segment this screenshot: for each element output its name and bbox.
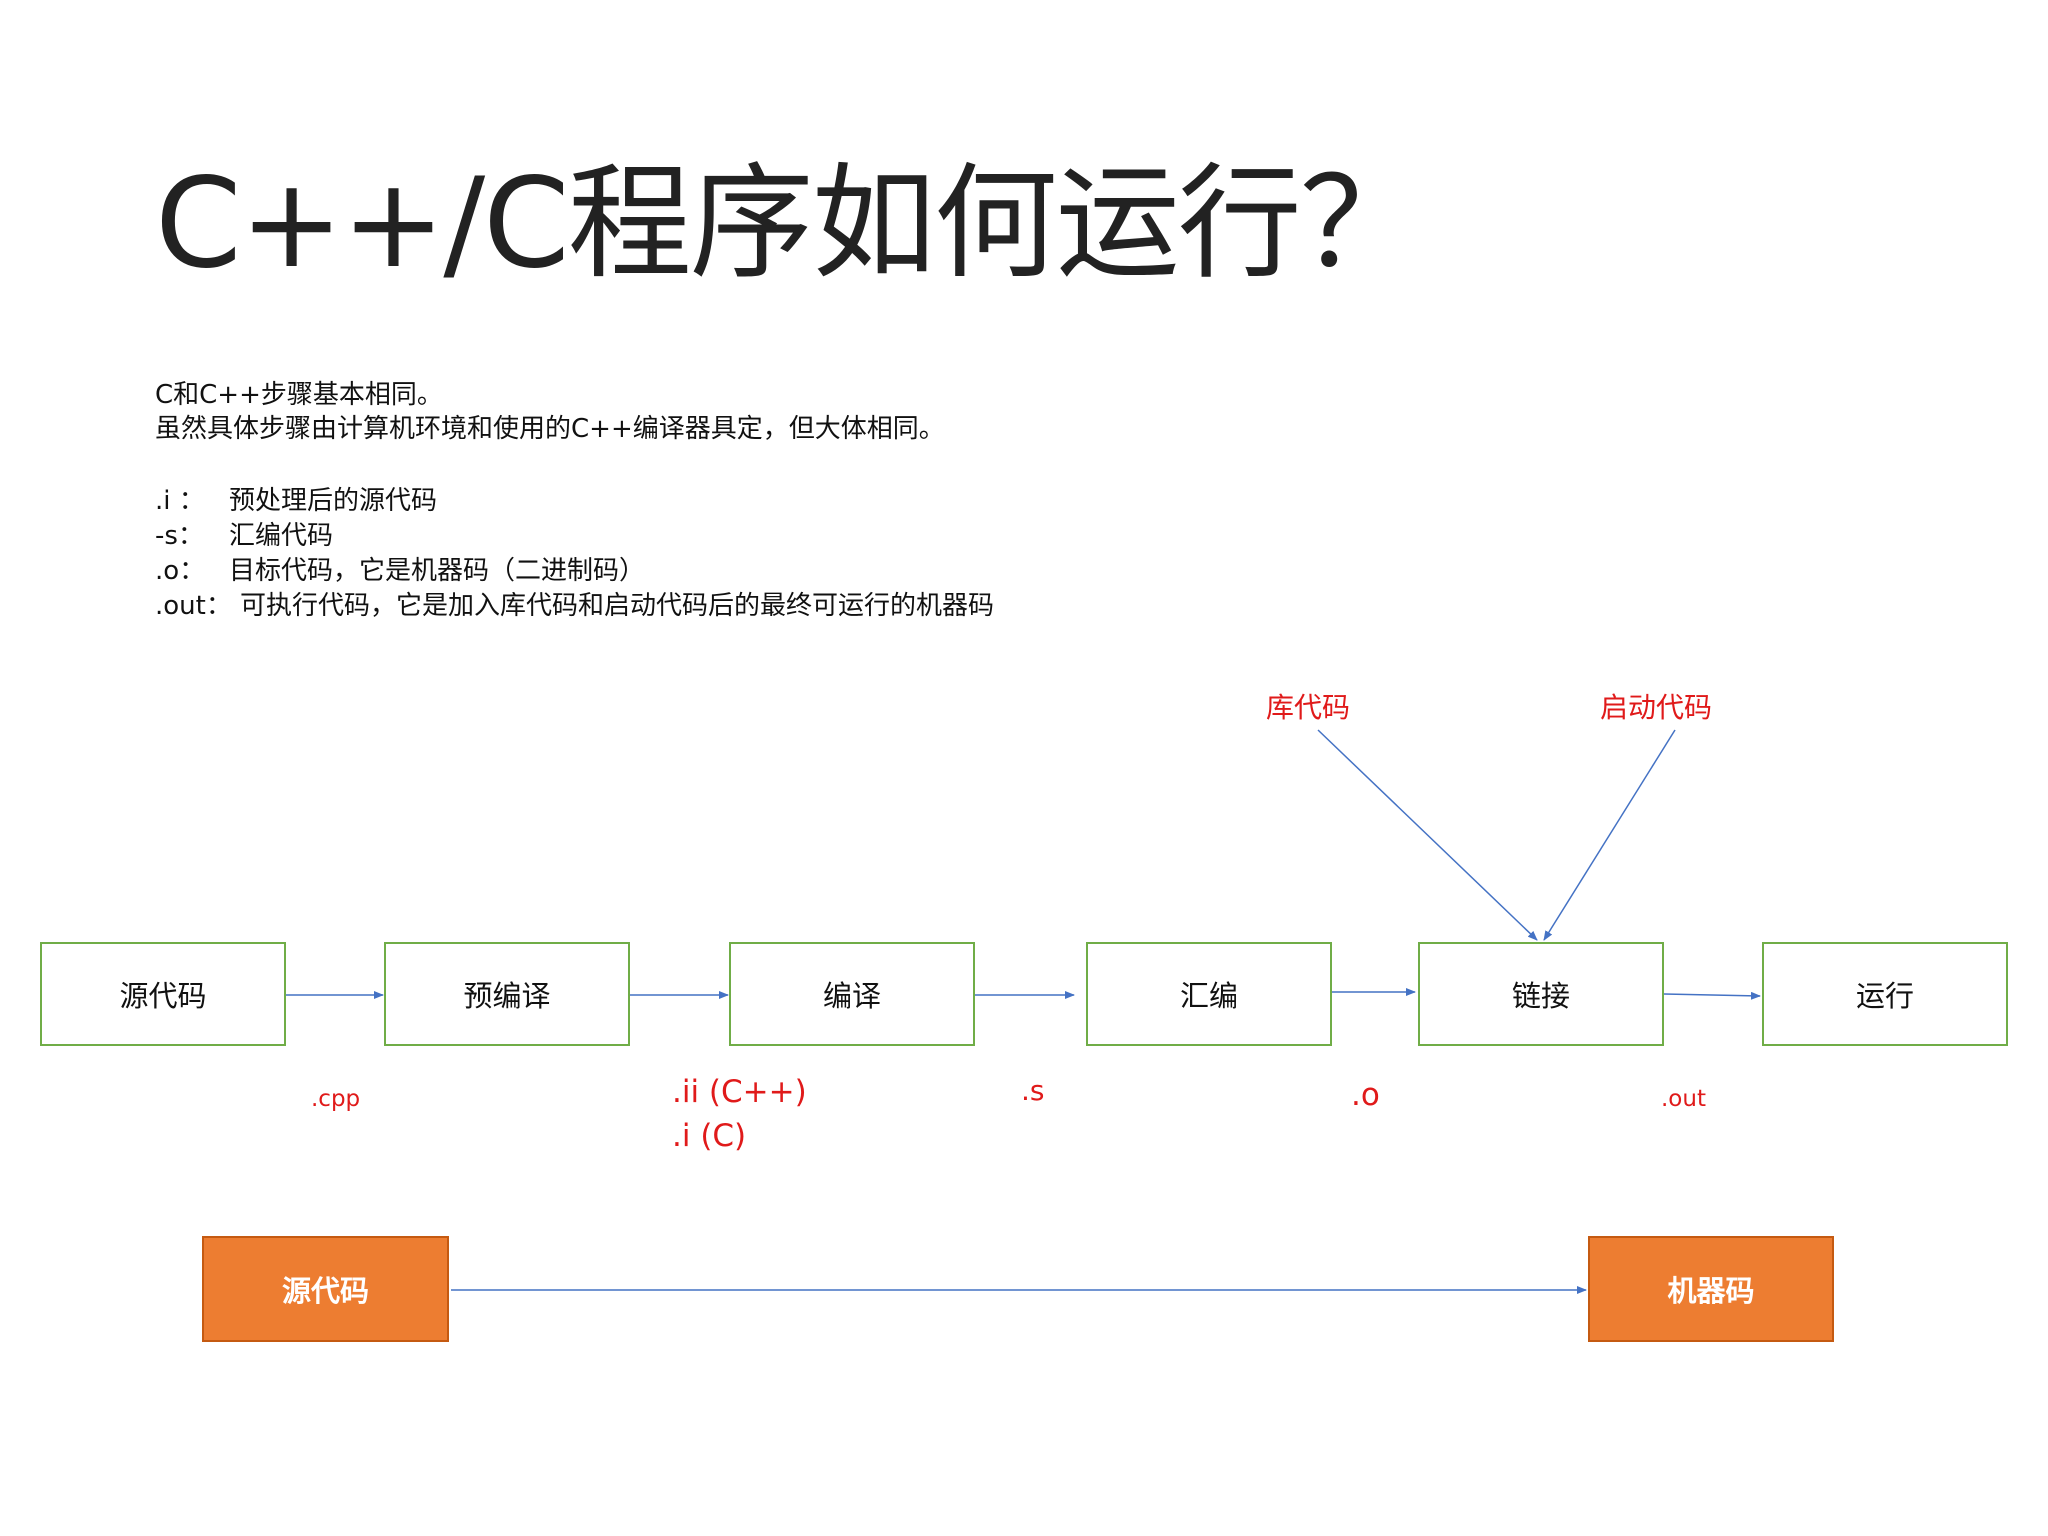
summary-label: 机器码 — [1667, 1274, 1755, 1308]
step-label: 源代码 — [119, 979, 207, 1013]
ext-o-label: .o — [1351, 1077, 1380, 1113]
step-source-code: 源代码 — [40, 942, 286, 1046]
intro-line: C和C++步骤基本相同。 — [155, 380, 443, 410]
ext-ii-label: .ii (C++) — [672, 1074, 807, 1110]
definition-ext: .out： — [155, 591, 232, 621]
definition-row: .o： 目标代码，它是机器码（二进制码） — [155, 554, 994, 589]
step-run: 运行 — [1762, 942, 2008, 1046]
step-label: 汇编 — [1179, 979, 1238, 1013]
definition-desc: 目标代码，它是机器码（二进制码） — [229, 556, 646, 586]
summary-machine-code: 机器码 — [1588, 1236, 1834, 1342]
summary-label: 源代码 — [281, 1274, 369, 1308]
definition-ext: .i ： — [155, 486, 205, 516]
extension-definitions: .i ： 预处理后的源代码 -s： 汇编代码 .o： 目标代码，它是机器码（二进制码）… — [155, 484, 994, 624]
intro-line: 虽然具体步骤由计算机环境和使用的C++编译器具定，但大体相同。 — [155, 414, 945, 444]
ext-out-label: .out — [1661, 1086, 1706, 1112]
ext-i-label: .i (C) — [672, 1118, 747, 1154]
arrow-link-to-run — [1663, 991, 1761, 1000]
definition-row: .out： 可执行代码，它是加入库代码和启动代码后的最终可运行的机器码 — [155, 589, 994, 624]
definition-ext: -s： — [155, 521, 204, 551]
arrow-library-to-link — [1317, 729, 1538, 941]
page-title: C++/C程序如何运行？ — [155, 152, 1424, 296]
step-preprocess: 预编译 — [384, 942, 630, 1046]
step-label: 链接 — [1511, 979, 1570, 1013]
step-assemble: 汇编 — [1086, 942, 1332, 1046]
step-label: 编译 — [822, 979, 881, 1013]
definition-row: -s： 汇编代码 — [155, 519, 994, 554]
definition-row: .i ： 预处理后的源代码 — [155, 484, 994, 519]
step-link: 链接 — [1418, 942, 1664, 1046]
intro-text: C和C++步骤基本相同。 虽然具体步骤由计算机环境和使用的C++编译器具定，但大… — [155, 378, 945, 446]
definition-desc: 可执行代码，它是加入库代码和启动代码后的最终可运行的机器码 — [240, 591, 995, 621]
ext-cpp-label: .cpp — [311, 1086, 361, 1112]
summary-source-code: 源代码 — [202, 1236, 449, 1342]
library-code-label: 库代码 — [1266, 691, 1351, 724]
definition-ext: .o： — [155, 556, 206, 586]
arrow-startup-to-link — [1543, 729, 1676, 941]
ext-s-label: .s — [1021, 1074, 1045, 1107]
definition-desc: 预处理后的源代码 — [229, 486, 438, 516]
step-label: 预编译 — [463, 979, 551, 1013]
startup-code-label: 启动代码 — [1600, 691, 1713, 724]
step-label: 运行 — [1855, 979, 1914, 1013]
step-compile: 编译 — [729, 942, 975, 1046]
definition-desc: 汇编代码 — [229, 521, 334, 551]
